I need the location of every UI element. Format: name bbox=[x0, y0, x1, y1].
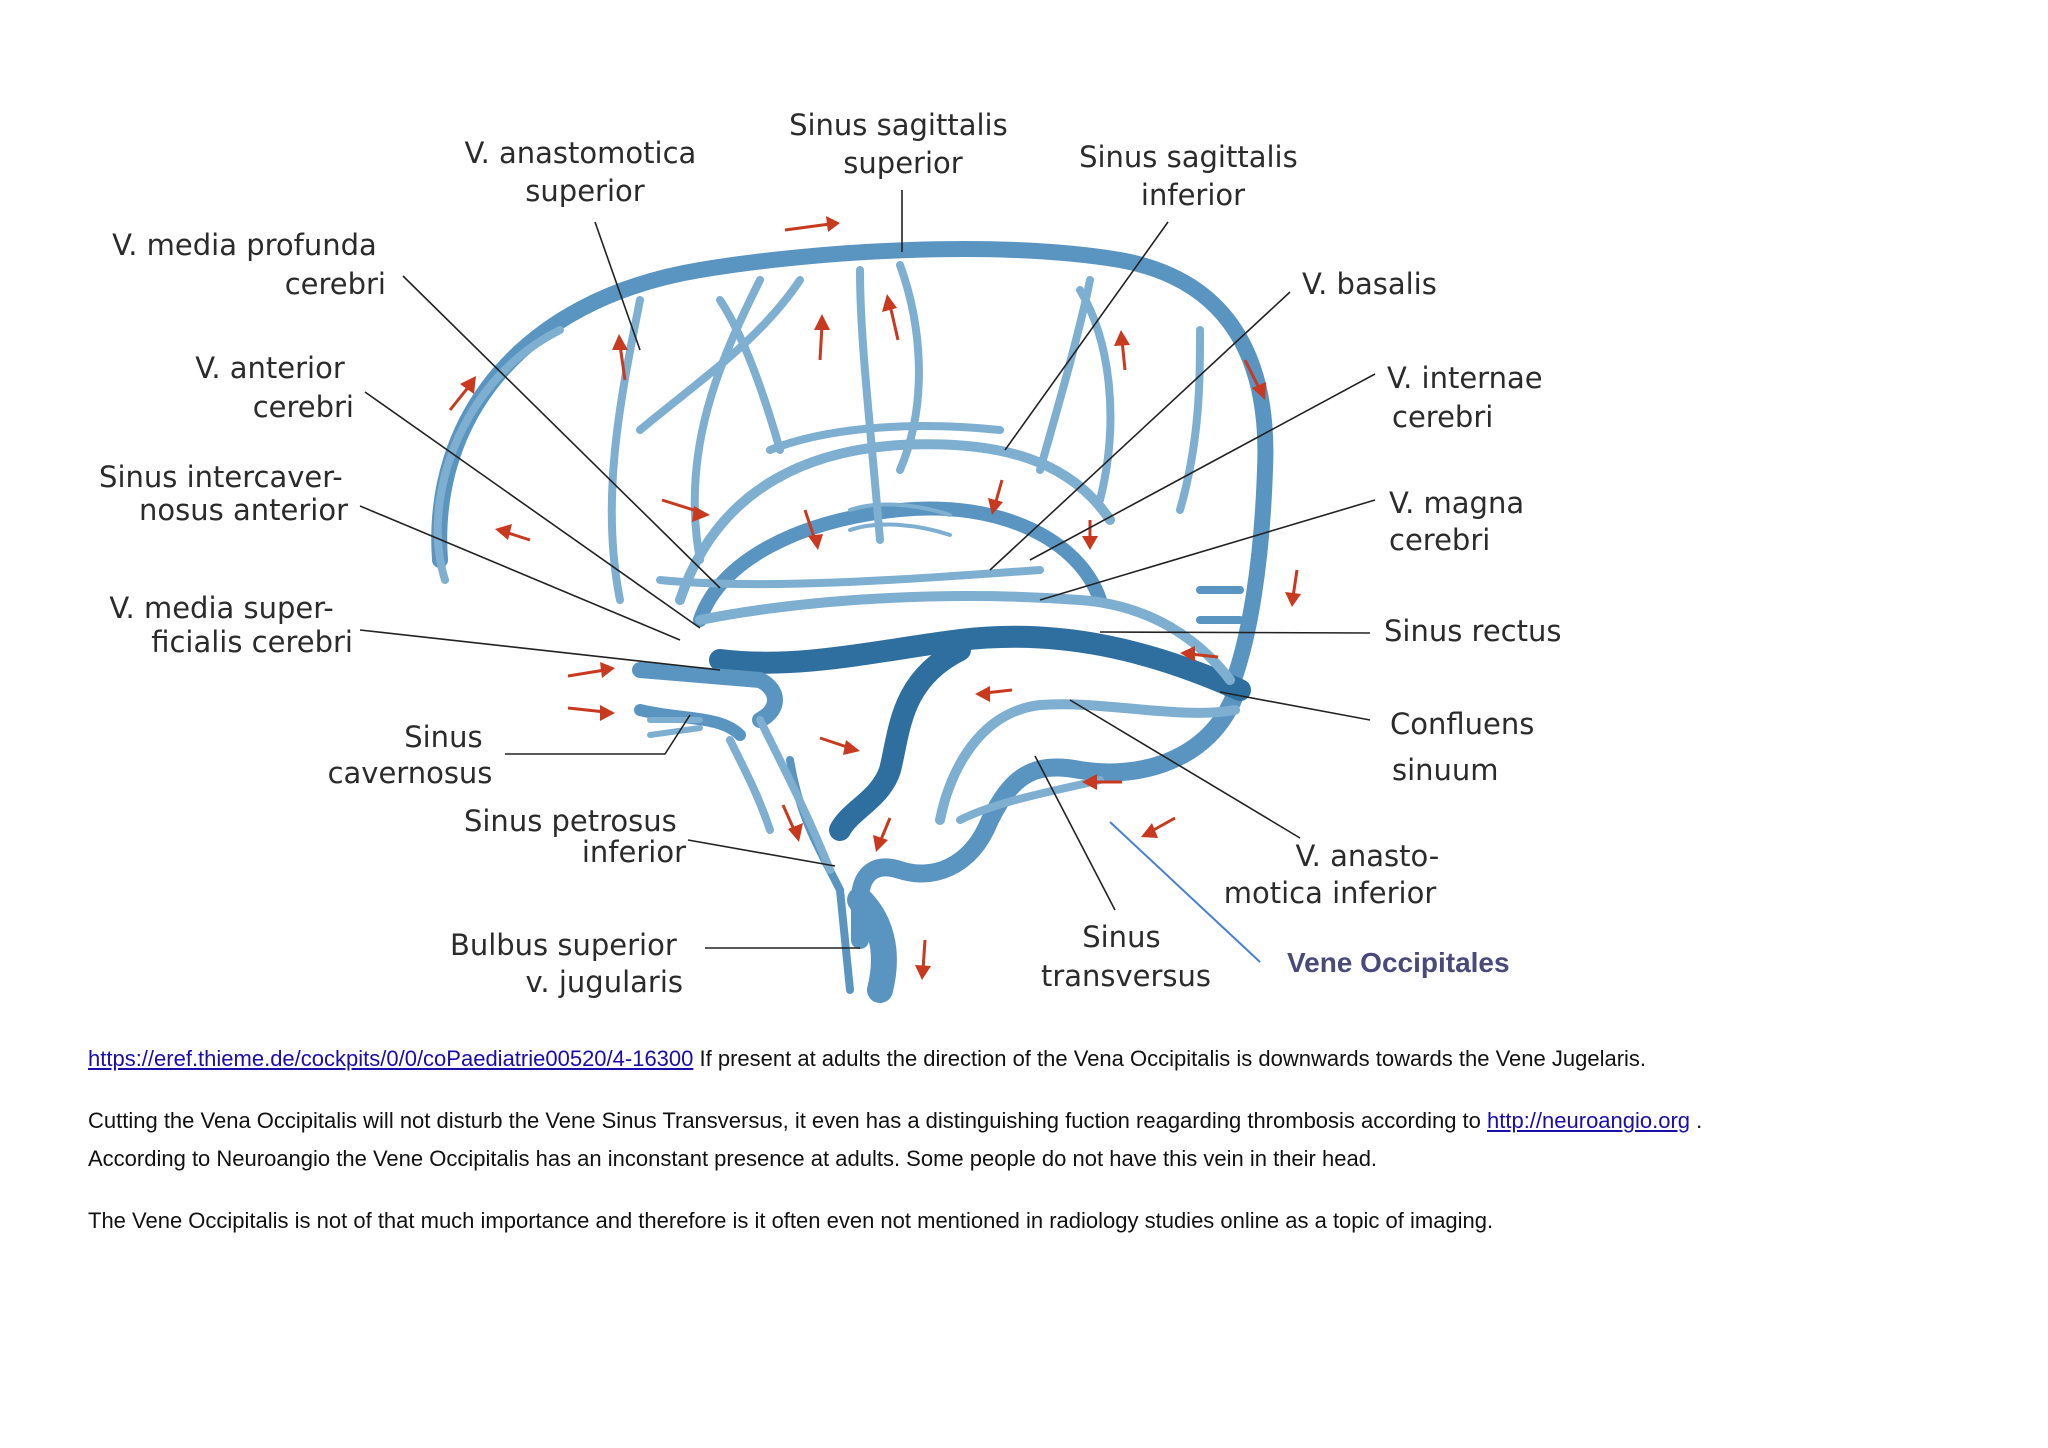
flow-arrow bbox=[819, 736, 860, 755]
label-sinus-rectus: Sinus rectus bbox=[1384, 614, 1561, 648]
diagram-labels: Sinus sagittalis superior V. anastomotic… bbox=[99, 108, 1561, 999]
flow-arrow bbox=[1082, 774, 1122, 790]
internal-cerebral-loop bbox=[693, 501, 1107, 627]
label-vene-occipitales: Vene Occipitales bbox=[1287, 947, 1510, 978]
thieme-link[interactable]: https://eref.thieme.de/cockpits/0/0/coPa… bbox=[88, 1046, 694, 1071]
flow-arrow bbox=[988, 479, 1004, 515]
flow-arrow bbox=[1285, 569, 1301, 607]
label-v-media-superficialis-cerebri: V. media super- ficialis cerebri bbox=[109, 591, 353, 659]
flow-arrow bbox=[781, 804, 803, 842]
flow-arrow bbox=[661, 498, 710, 522]
paragraph-importance: The Vene Occipitalis is not of that much… bbox=[88, 1208, 1494, 1233]
label-v-anterior-cerebri: V. anterior cerebri bbox=[195, 351, 354, 424]
label-confluens-sinuum: Confluens sinuum bbox=[1390, 707, 1544, 787]
flow-arrow bbox=[814, 314, 830, 361]
flow-arrow bbox=[495, 524, 531, 542]
flow-arrow bbox=[1141, 816, 1176, 838]
flow-arrow bbox=[803, 509, 823, 550]
flow-arrow bbox=[448, 376, 476, 411]
label-sinus-transversus: Sinus transversus bbox=[1041, 920, 1211, 993]
flow-arrow bbox=[1082, 520, 1098, 550]
flow-arrow bbox=[567, 705, 615, 721]
label-v-basalis: V. basalis bbox=[1302, 267, 1437, 301]
flow-arrows bbox=[448, 216, 1301, 980]
flow-arrow bbox=[1180, 646, 1219, 662]
label-bulbus-superior-v-jugularis: Bulbus superior v. jugularis bbox=[450, 928, 686, 999]
venous-vessels bbox=[431, 241, 1274, 1003]
sinus-rectus-vessel bbox=[709, 625, 1251, 701]
paragraph-neuroangio-end: . bbox=[1690, 1108, 1703, 1133]
flow-arrow bbox=[567, 662, 615, 678]
label-sinus-sagittalis-superior: Sinus sagittalis superior bbox=[789, 108, 1017, 180]
paragraph-neuroangio: Cutting the Vena Occipitalis will not di… bbox=[88, 1102, 1988, 1178]
flow-arrow bbox=[882, 294, 900, 341]
label-v-internae-cerebri: V. internae cerebri bbox=[1387, 361, 1552, 434]
paragraph-neuroangio-line2: According to Neuroangio the Vene Occipit… bbox=[88, 1146, 1378, 1171]
flow-arrow bbox=[612, 334, 628, 381]
flow-arrow bbox=[1243, 359, 1266, 400]
label-sinus-cavernosus: Sinus cavernosus bbox=[328, 720, 493, 790]
label-sinus-intercavernosus-anterior: Sinus intercaver- nosus anterior bbox=[99, 460, 352, 527]
cerebral-venous-diagram: Sinus sagittalis superior V. anastomotic… bbox=[99, 108, 1561, 1003]
label-v-anastomotica-superior: V. anastomotica superior bbox=[464, 136, 705, 208]
sinus-sagittalis-superior-vessel bbox=[431, 241, 1274, 698]
paragraph-neuroangio-text: Cutting the Vena Occipitalis will not di… bbox=[88, 1108, 1487, 1133]
label-sinus-petrosus-inferior: Sinus petrosus inferior bbox=[464, 804, 686, 869]
flow-arrow bbox=[975, 686, 1013, 702]
label-sinus-sagittalis-inferior: Sinus sagittalis inferior bbox=[1079, 140, 1307, 212]
label-v-magna-cerebri: V. magna cerebri bbox=[1389, 486, 1533, 557]
neuroangio-link[interactable]: http://neuroangio.org bbox=[1487, 1108, 1691, 1133]
flow-arrow bbox=[1114, 330, 1130, 371]
cavernous-sinus-vessel bbox=[632, 662, 783, 728]
flow-arrow bbox=[915, 939, 931, 980]
flow-arrow bbox=[873, 817, 892, 852]
explanatory-text: https://eref.thieme.de/cockpits/0/0/coPa… bbox=[88, 1040, 1988, 1264]
leader-lines bbox=[359, 190, 1376, 963]
paragraph-source-text: If present at adults the direction of th… bbox=[693, 1046, 1647, 1071]
flow-arrow bbox=[784, 216, 840, 232]
label-v-anastomotica-inferior: V. anasto- motica inferior bbox=[1224, 839, 1449, 910]
paragraph-source: https://eref.thieme.de/cockpits/0/0/coPa… bbox=[88, 1040, 1988, 1078]
vene-occipitales-annotation-line bbox=[1109, 821, 1261, 963]
jugular-bulb-vessel bbox=[847, 887, 897, 1003]
label-v-media-profunda-cerebri: V. media profunda cerebri bbox=[112, 228, 386, 301]
sinus-transversus-vessel bbox=[851, 686, 1244, 949]
